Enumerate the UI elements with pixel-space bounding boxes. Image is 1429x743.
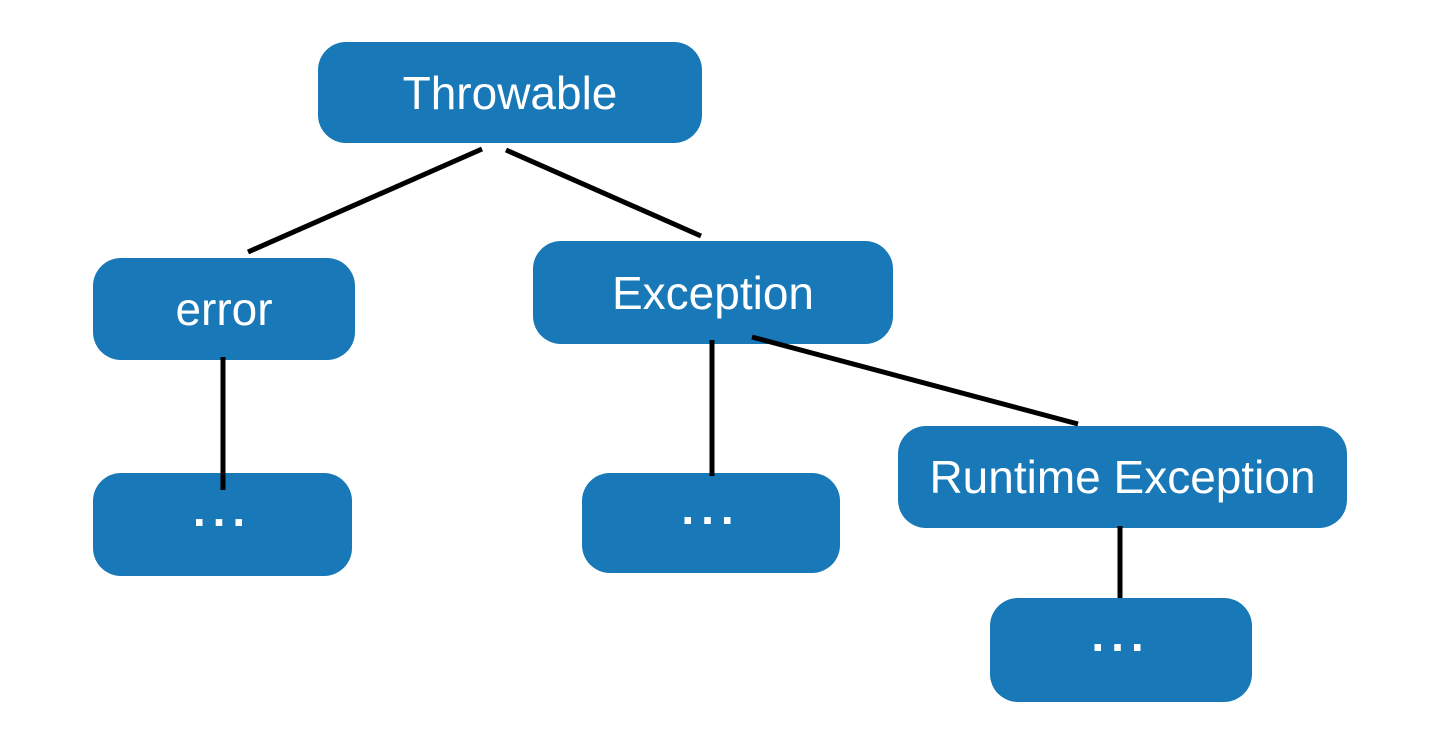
- edge-exception-runtime: [751, 334, 1079, 427]
- node-throwable: Throwable: [318, 42, 702, 143]
- node-exception: Exception: [533, 241, 893, 344]
- node-error-children-label: ...: [192, 483, 253, 536]
- node-runtime-exception-label: Runtime Exception: [929, 451, 1316, 503]
- node-runtime-children-label: ...: [1091, 609, 1151, 661]
- node-exception-children-label: ...: [681, 482, 741, 534]
- edge-throwable-exception: [504, 147, 703, 239]
- node-error: error: [93, 258, 355, 360]
- node-exception-label: Exception: [611, 266, 814, 319]
- node-runtime-children: ...: [990, 598, 1252, 702]
- edge-throwable-error: [246, 146, 484, 255]
- node-error-label: error: [175, 283, 273, 335]
- node-throwable-label: Throwable: [402, 66, 618, 119]
- node-exception-children: ...: [582, 473, 840, 573]
- node-error-children: ...: [93, 473, 352, 576]
- node-runtime-exception: Runtime Exception: [898, 426, 1347, 528]
